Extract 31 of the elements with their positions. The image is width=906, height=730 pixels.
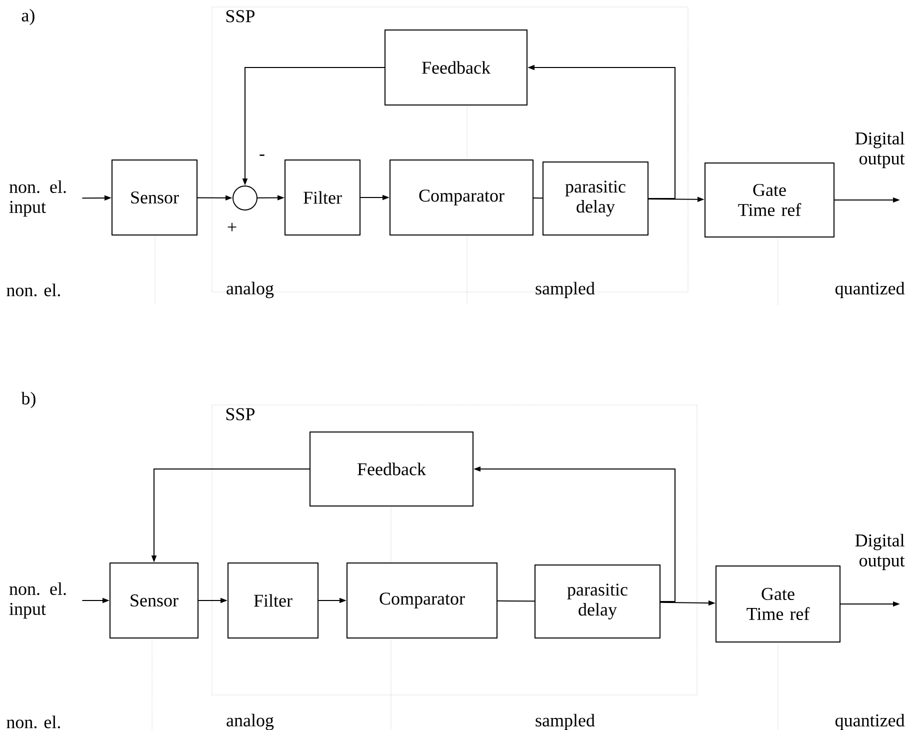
block-box: parasitic delay (542, 161, 648, 236)
text-label: quantized (835, 282, 905, 298)
block-box: Gate Time ref (716, 565, 840, 642)
frame-title: SSP (226, 10, 254, 22)
input-label: non. el. input (9, 582, 66, 619)
block-box: Sensor (112, 159, 198, 236)
block-box: Gate Time ref (704, 162, 834, 238)
summing-circle (232, 186, 258, 210)
frame-title: SSP (226, 408, 254, 420)
block-box: Filter (284, 159, 360, 236)
block-box: parasitic delay (534, 564, 660, 638)
block-box: Comparator (346, 562, 498, 638)
text-label: Digital output (855, 534, 905, 570)
text-label: + (228, 222, 236, 232)
text-label: non. el. (6, 716, 60, 728)
text-label: sampled (536, 282, 595, 298)
block-box: Filter (228, 562, 318, 638)
input-label: non. el. input (9, 180, 66, 217)
text-label: sampled (536, 714, 595, 730)
text-label: non. el. (6, 284, 60, 296)
block-box: Comparator (390, 159, 534, 236)
block-box: Sensor (110, 562, 198, 638)
text-label: Digital output (855, 132, 905, 168)
text-label: analog (226, 282, 274, 298)
block-box: Feedback (384, 29, 528, 106)
text-label: analog (226, 714, 274, 730)
text-label: b) (21, 392, 36, 408)
text-label: - (260, 154, 264, 156)
text-label: a) (22, 8, 34, 26)
block-box: Feedback (310, 431, 474, 506)
text-label: quantized (835, 714, 905, 730)
